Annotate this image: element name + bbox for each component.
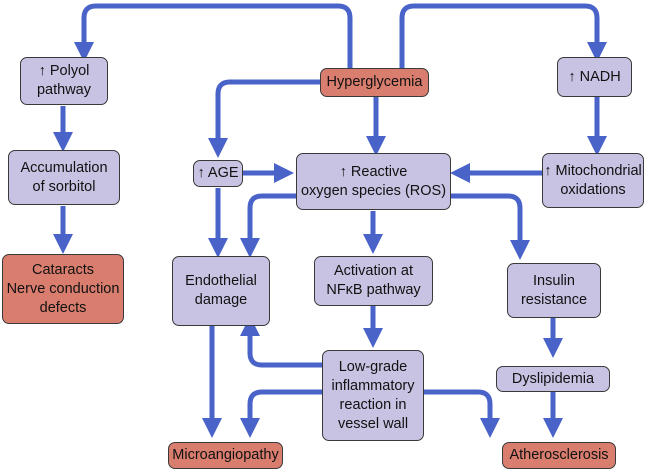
- node-ros-label: ↑ Reactive oxygen species (ROS): [300, 163, 447, 199]
- node-age-label: ↑ AGE: [197, 165, 239, 181]
- node-microangiopathy: Microangiopathy: [168, 442, 283, 469]
- node-cataracts: Cataracts Nerve conduction defects: [2, 254, 124, 324]
- node-low-grade-inflammation-label: Low-grade inflammatory reaction in vesse…: [331, 358, 415, 432]
- arrow-hyperglycemia-to-age: [208, 79, 320, 158]
- node-ros: ↑ Reactive oxygen species (ROS): [296, 153, 451, 210]
- node-polyol-pathway-label: ↑ Polyol pathway: [36, 63, 91, 98]
- arrow-ros-to-insulin: [446, 193, 530, 260]
- node-atherosclerosis: Atherosclerosis: [502, 442, 616, 469]
- node-insulin-resistance: Insulin resistance: [507, 263, 601, 318]
- node-microangiopathy-label: Microangiopathy: [172, 447, 279, 463]
- node-sorbitol-label: Accumulation of sorbitol: [20, 159, 108, 195]
- node-low-grade-inflammation: Low-grade inflammatory reaction in vesse…: [322, 350, 424, 441]
- node-dyslipidemia: Dyslipidemia: [496, 366, 610, 392]
- node-cataracts-label: Cataracts Nerve conduction defects: [6, 261, 120, 316]
- node-nfkb: Activation at NFκB pathway: [314, 256, 433, 306]
- node-sorbitol: Accumulation of sorbitol: [8, 150, 120, 205]
- node-hyperglycemia-label: Hyperglycemia: [326, 74, 423, 90]
- node-dyslipidemia-label: Dyslipidemia: [511, 370, 595, 387]
- arrow-ros-to-endothelial: [240, 193, 300, 258]
- node-endothelial-damage-label: Endothelial damage: [185, 273, 257, 308]
- node-atherosclerosis-label: Atherosclerosis: [509, 447, 609, 463]
- node-hyperglycemia: Hyperglycemia: [320, 68, 429, 97]
- node-polyol-pathway: ↑ Polyol pathway: [20, 57, 108, 105]
- node-age: ↑ AGE: [193, 160, 243, 187]
- node-nadh-label: ↑ NADH: [568, 68, 621, 85]
- node-mitochondrial: ↑ Mitochondrial oxidations: [542, 153, 644, 208]
- arrow-lowgrade-to-endothelial: [240, 316, 322, 368]
- node-endothelial-damage: Endothelial damage: [172, 256, 270, 326]
- arrow-lowgrade-to-micro: [240, 389, 322, 438]
- arrow-lowgrade-to-athero: [424, 389, 500, 438]
- node-insulin-resistance-label: Insulin resistance: [520, 272, 588, 308]
- arrow-hyperglycemia-to-polyol: [74, 3, 353, 68]
- node-nadh: ↑ NADH: [557, 57, 632, 97]
- node-mitochondrial-label: ↑ Mitochondrial oxidations: [544, 162, 642, 198]
- node-nfkb-label: Activation at NFκB pathway: [326, 263, 421, 298]
- arrow-hyperglycemia-to-nadh: [399, 3, 607, 68]
